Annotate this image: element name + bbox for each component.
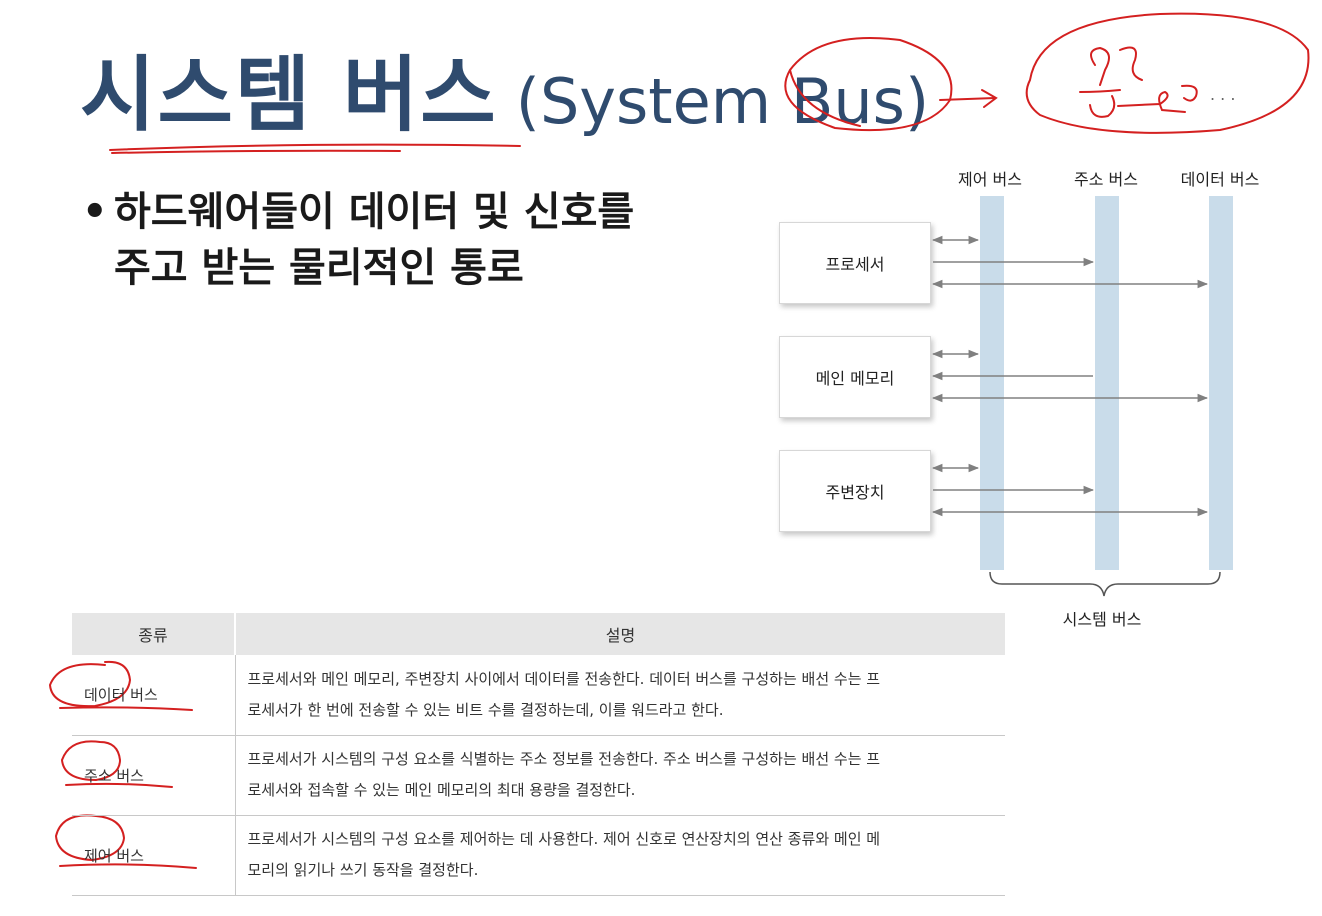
bus-types-table: 종류 설명 데이터 버스 프로세서와 메인 메모리, 주변장치 사이에서 데이터… xyxy=(72,613,1005,896)
bullet-marker: • xyxy=(82,189,108,235)
bus-circle xyxy=(784,37,953,131)
row-description: 프로세서와 메인 메모리, 주변장치 사이에서 데이터를 전송한다. 데이터 버… xyxy=(235,655,1005,736)
table-row: 주소 버스 프로세서가 시스템의 구성 요소를 식별하는 주소 정보를 전송한다… xyxy=(72,735,1005,816)
header-type: 종류 xyxy=(72,613,236,655)
row-description: 프로세서가 시스템의 구성 요소를 제어하는 데 사용한다. 제어 신호로 연산… xyxy=(235,815,1005,896)
title-underline xyxy=(109,143,521,154)
row-type: 데이터 버스 xyxy=(72,655,236,736)
bus-label-data: 데이터 버스 xyxy=(1180,170,1260,189)
description-line: 프로세서가 시스템의 구성 요소를 식별하는 주소 정보를 전송한다. 주소 버… xyxy=(247,750,881,768)
system-bus-label: 시스템 버스 xyxy=(1062,610,1142,629)
table-row: 데이터 버스 프로세서와 메인 메모리, 주변장치 사이에서 데이터를 전송한다… xyxy=(72,655,1005,736)
description-line: 로세서와 접속할 수 있는 메인 메모리의 최대 용량을 결정한다. xyxy=(247,781,636,799)
control-bus-bar xyxy=(980,196,1004,570)
table-row: 제어 버스 프로세서가 시스템의 구성 요소를 제어하는 데 사용한다. 제어 … xyxy=(72,815,1005,896)
address-bus-bar xyxy=(1095,196,1119,570)
bullet-line-2: 주고 받는 물리적인 통로 xyxy=(114,245,524,291)
bus-arrow xyxy=(939,89,998,108)
bullet-point: • 하드웨어들이 데이터 및 신호를 주고 받는 물리적인 통로 xyxy=(82,184,634,296)
system-bus-brace xyxy=(989,571,1221,597)
row-description: 프로세서가 시스템의 구성 요소를 식별하는 주소 정보를 전송한다. 주소 버… xyxy=(235,735,1005,816)
bus-label-address: 주소 버스 xyxy=(1074,170,1138,189)
description-line: 모리의 읽기나 쓰기 동작을 결정한다. xyxy=(247,861,479,879)
handwritten-dots: . . . xyxy=(1210,85,1235,104)
peripheral-box: 주변장치 xyxy=(779,450,931,532)
description-line: 프로세서가 시스템의 구성 요소를 제어하는 데 사용한다. 제어 신호로 연산… xyxy=(247,830,881,848)
main-memory-box: 메인 메모리 xyxy=(779,336,931,418)
note-scribble xyxy=(1079,46,1198,118)
data-bus-bar xyxy=(1209,196,1233,570)
slide-title: 시스템 버스(System Bus) xyxy=(80,28,929,147)
header-description: 설명 xyxy=(235,613,1005,655)
note-circle xyxy=(1025,12,1310,134)
processor-box: 프로세서 xyxy=(779,222,931,304)
table-header-row: 종류 설명 xyxy=(72,613,1005,655)
row-type: 제어 버스 xyxy=(72,815,236,896)
description-line: 프로세서와 메인 메모리, 주변장치 사이에서 데이터를 전송한다. 데이터 버… xyxy=(247,669,881,688)
title-korean: 시스템 버스 xyxy=(80,48,498,143)
bullet-line-1: 하드웨어들이 데이터 및 신호를 xyxy=(114,189,635,235)
description-line: 로세서가 한 번에 전송할 수 있는 비트 수를 결정하는데, 이를 워드라고 … xyxy=(247,700,724,719)
row-type: 주소 버스 xyxy=(72,735,236,816)
bus-label-control: 제어 버스 xyxy=(958,170,1022,189)
